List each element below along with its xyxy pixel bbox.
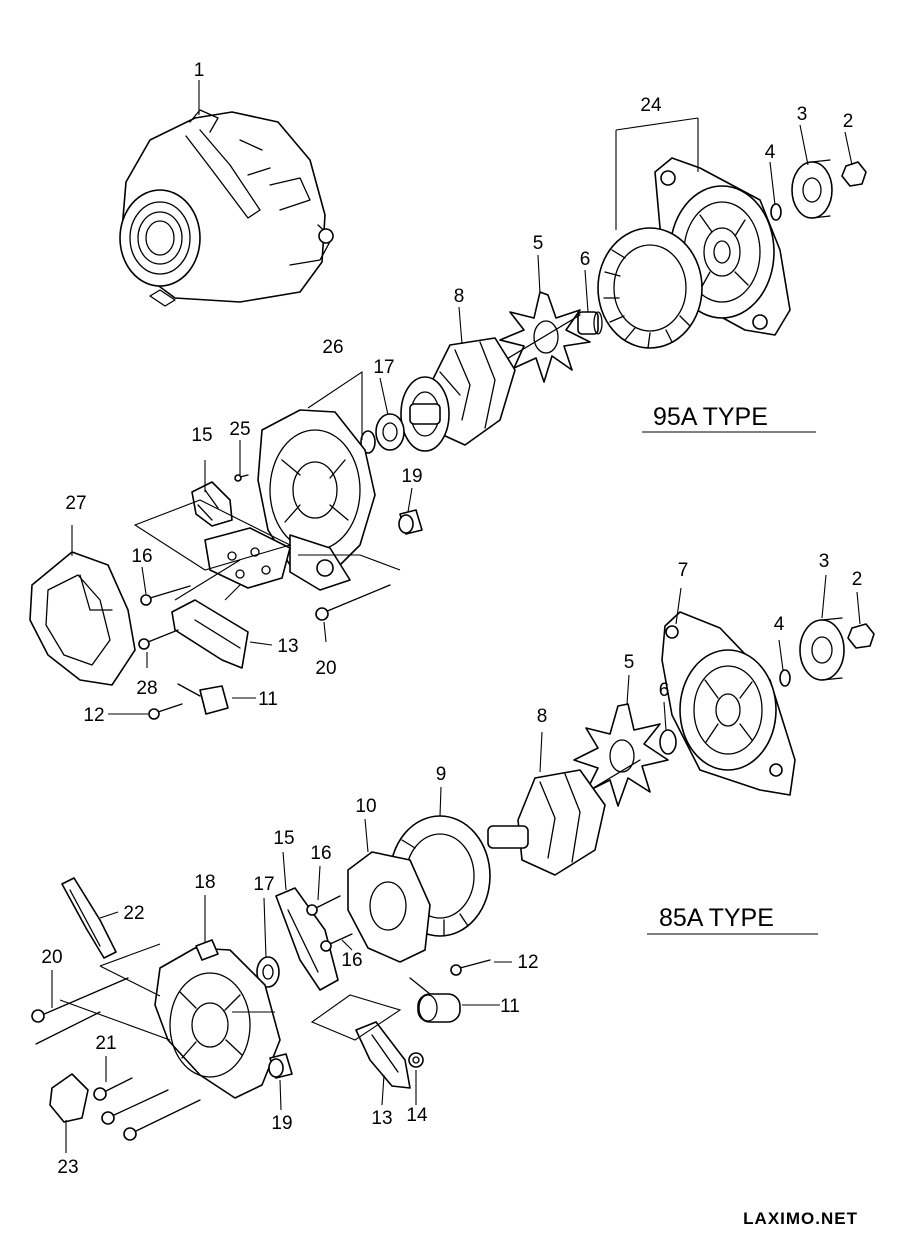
part-label-b22: 22: [123, 903, 144, 924]
part-label-b17: 17: [253, 874, 274, 895]
terminal-85a[interactable]: [93, 1077, 133, 1101]
pulley-95a[interactable]: [791, 159, 833, 219]
bolt-16-95a[interactable]: [140, 585, 191, 606]
fan-95a[interactable]: [499, 291, 591, 383]
part-label-b21: 21: [95, 1033, 116, 1054]
part-label-b20: 20: [41, 947, 62, 968]
part-label-b16a: 16: [310, 843, 331, 864]
section-label-95a: 95A TYPE: [653, 403, 768, 431]
leader-lines: [51, 80, 861, 1153]
screw-25[interactable]: [234, 474, 249, 482]
part-label-b12: 12: [517, 952, 538, 973]
part-label-13: 13: [277, 636, 298, 657]
part-label-28: 28: [136, 678, 157, 699]
part-label-25: 25: [229, 419, 250, 440]
brush-holder-95a[interactable]: [191, 481, 233, 527]
part-label-4: 4: [765, 142, 776, 163]
part-label-8: 8: [454, 286, 465, 307]
capacitor-85a[interactable]: [409, 977, 461, 1023]
bolt-28[interactable]: [138, 629, 179, 650]
pulley-85a[interactable]: [799, 617, 845, 681]
nut-85a[interactable]: [847, 623, 875, 649]
gasket-85a[interactable]: [49, 1073, 89, 1123]
bearing-95a[interactable]: [360, 413, 405, 454]
part-label-b2: 2: [852, 569, 863, 590]
part-label-b11: 11: [500, 996, 520, 1017]
rotor-85a[interactable]: [487, 759, 641, 876]
bolt-16a-85a[interactable]: [306, 895, 341, 916]
spacer-95a[interactable]: [577, 311, 603, 335]
part-label-b15: 15: [273, 828, 294, 849]
screw-12-95a[interactable]: [148, 703, 183, 720]
part-label-24: 24: [640, 95, 662, 116]
part-label-2: 2: [843, 111, 854, 132]
part-label-20: 20: [315, 658, 336, 679]
part-label-12: 12: [83, 705, 104, 726]
part-label-b10: 10: [355, 796, 376, 817]
regulator-85a[interactable]: [355, 1021, 411, 1089]
part-label-b23: 23: [57, 1157, 78, 1178]
part-label-b19: 19: [271, 1113, 292, 1134]
brand-watermark: LAXIMO.NET: [743, 1209, 858, 1228]
through-bolt-95a[interactable]: [315, 584, 391, 621]
part-label-11: 11: [258, 689, 278, 710]
part-label-b14: 14: [406, 1105, 428, 1126]
bolt-16b-85a[interactable]: [320, 933, 353, 952]
part-label-16: 16: [131, 546, 152, 567]
nut-95a[interactable]: [841, 161, 867, 187]
nut-14[interactable]: [408, 1052, 424, 1068]
brush-holder-85a[interactable]: [275, 887, 339, 991]
through-bolt-85a[interactable]: [31, 977, 129, 1045]
section-label-85a: 85A TYPE: [659, 904, 774, 932]
bushing-85a[interactable]: [268, 1053, 293, 1079]
capacitor-95a[interactable]: [177, 683, 229, 715]
part-label-b4: 4: [774, 614, 785, 635]
part-label-b18: 18: [194, 872, 215, 893]
part-label-27: 27: [65, 493, 86, 514]
part-label-b5: 5: [624, 652, 635, 673]
bolts-85a[interactable]: [101, 1089, 201, 1141]
bushing-95a[interactable]: [398, 509, 423, 535]
drive-end-housing-85a[interactable]: [661, 611, 796, 796]
plate-85a[interactable]: [347, 851, 431, 963]
alternator-assembly[interactable]: [119, 109, 334, 307]
fan-85a[interactable]: [573, 703, 669, 807]
rotor-95a[interactable]: [400, 314, 581, 452]
rear-housing-85a[interactable]: [154, 939, 281, 1099]
part-label-3: 3: [797, 104, 808, 125]
regulator-95a[interactable]: [171, 599, 249, 669]
washer-85a[interactable]: [779, 669, 791, 687]
bearing-85a[interactable]: [256, 956, 280, 988]
screw-12-85a[interactable]: [450, 959, 491, 976]
washer-95a[interactable]: [770, 203, 782, 221]
part-labels: 1 24 3 2 4 5 6 8 26 17 15 25 19 27 16 13…: [41, 60, 862, 1178]
part-label-b9: 9: [436, 764, 447, 785]
part-label-b13: 13: [371, 1108, 392, 1129]
part-label-b8: 8: [537, 706, 548, 727]
part-label-b6: 6: [659, 680, 670, 701]
part-label-26: 26: [322, 337, 343, 358]
part-label-17: 17: [373, 357, 394, 378]
spacer-85a[interactable]: [659, 729, 677, 755]
stator-95a[interactable]: [597, 227, 703, 349]
part-label-b3: 3: [819, 551, 830, 572]
part-label-b7: 7: [678, 560, 689, 581]
part-label-5: 5: [533, 233, 544, 254]
rear-cover-95a[interactable]: [29, 551, 136, 686]
part-label-19: 19: [401, 466, 422, 487]
part-label-6: 6: [580, 249, 591, 270]
part-label-1: 1: [194, 60, 205, 81]
part-label-15: 15: [191, 425, 212, 446]
part-label-b16b: 16: [341, 950, 362, 971]
shield-85a[interactable]: [61, 877, 117, 959]
rear-housing-95a[interactable]: [257, 409, 376, 591]
